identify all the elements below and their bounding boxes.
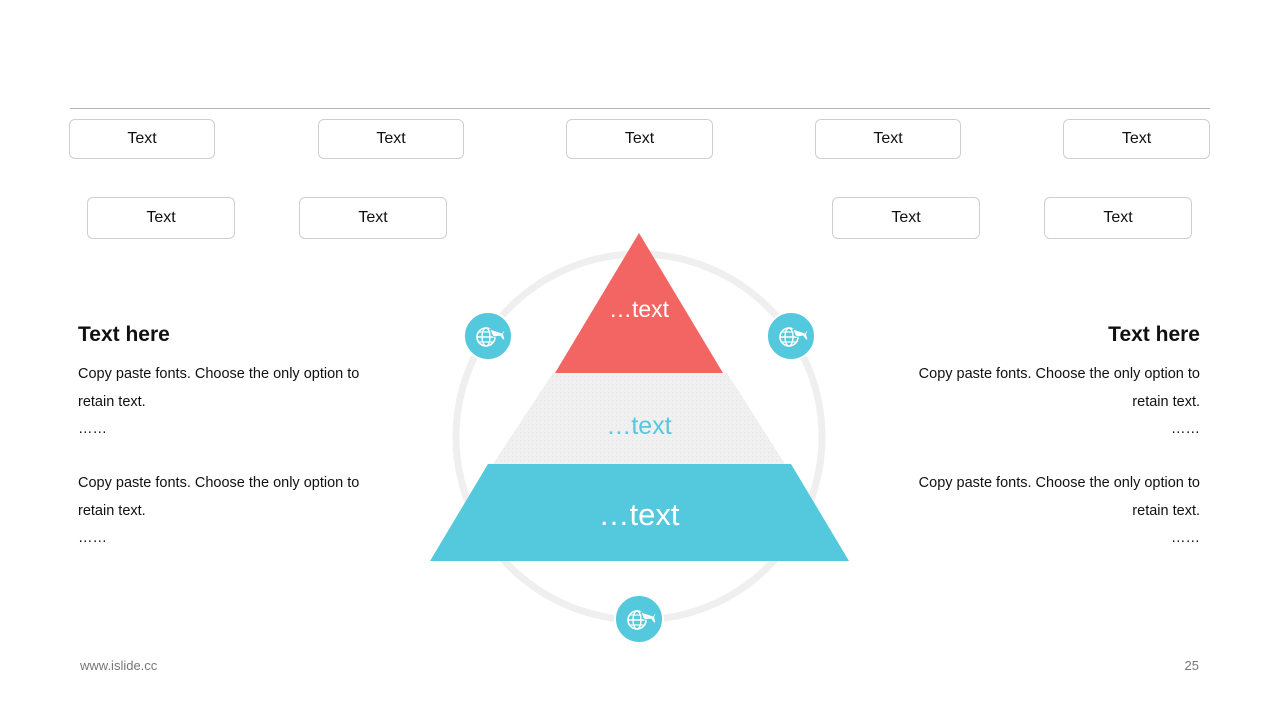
tag-box[interactable]: Text <box>1063 119 1210 159</box>
right-panel-title: Text here <box>1108 323 1200 346</box>
page-number: 25 <box>1184 658 1199 673</box>
right-ellipsis: …… <box>1171 530 1200 546</box>
tag-box-label: Text <box>1121 130 1152 147</box>
pyramid-bottom-label: …text <box>599 497 680 532</box>
tag-box-label: Text <box>891 209 921 226</box>
tag-box[interactable]: Text <box>299 197 447 239</box>
left-paragraph: Copy paste fonts. Choose the only option… <box>78 475 360 519</box>
tag-box[interactable]: Text <box>1044 197 1192 239</box>
left-paragraph: Copy paste fonts. Choose the only option… <box>78 366 360 410</box>
globe-plane-icon[interactable] <box>614 594 664 644</box>
pyramid-middle-tier[interactable] <box>493 373 785 464</box>
pyramid-middle-label: …text <box>606 412 671 440</box>
globe-plane-icon[interactable] <box>463 311 513 361</box>
tag-box-label: Text <box>1103 209 1133 226</box>
left-panel-title: Text here <box>78 323 170 346</box>
right-paragraph: Copy paste fonts. Choose the only option… <box>918 475 1200 519</box>
right-paragraph: Copy paste fonts. Choose the only option… <box>918 366 1200 410</box>
globe-plane-icon[interactable] <box>766 311 816 361</box>
footer-website: www.islide.cc <box>80 658 158 673</box>
tag-box-label: Text <box>146 209 176 226</box>
tag-box-label: Text <box>873 130 903 147</box>
tag-box-label: Text <box>376 130 406 147</box>
tag-box[interactable]: Text <box>318 119 464 159</box>
tag-box[interactable]: Text <box>69 119 215 159</box>
tag-box[interactable]: Text <box>566 119 713 159</box>
right-ellipsis: …… <box>1171 421 1200 437</box>
tag-box-label: Text <box>127 130 157 147</box>
left-ellipsis: …… <box>78 530 107 546</box>
tag-box[interactable]: Text <box>815 119 961 159</box>
pyramid-bottom-tier[interactable] <box>430 464 849 561</box>
tag-box[interactable]: Text <box>832 197 980 239</box>
tag-box-label: Text <box>624 130 655 147</box>
top-divider <box>70 108 1210 109</box>
pyramid-top-tier[interactable] <box>555 233 723 373</box>
tag-box[interactable]: Text <box>87 197 235 239</box>
left-ellipsis: …… <box>78 421 107 437</box>
pyramid-top-label: …text <box>609 296 670 322</box>
tag-box-label: Text <box>358 209 388 226</box>
left-text-panel: Text here Copy paste fonts. Choose the o… <box>78 322 378 578</box>
right-text-panel: Text here Copy paste fonts. Choose the o… <box>900 322 1200 578</box>
